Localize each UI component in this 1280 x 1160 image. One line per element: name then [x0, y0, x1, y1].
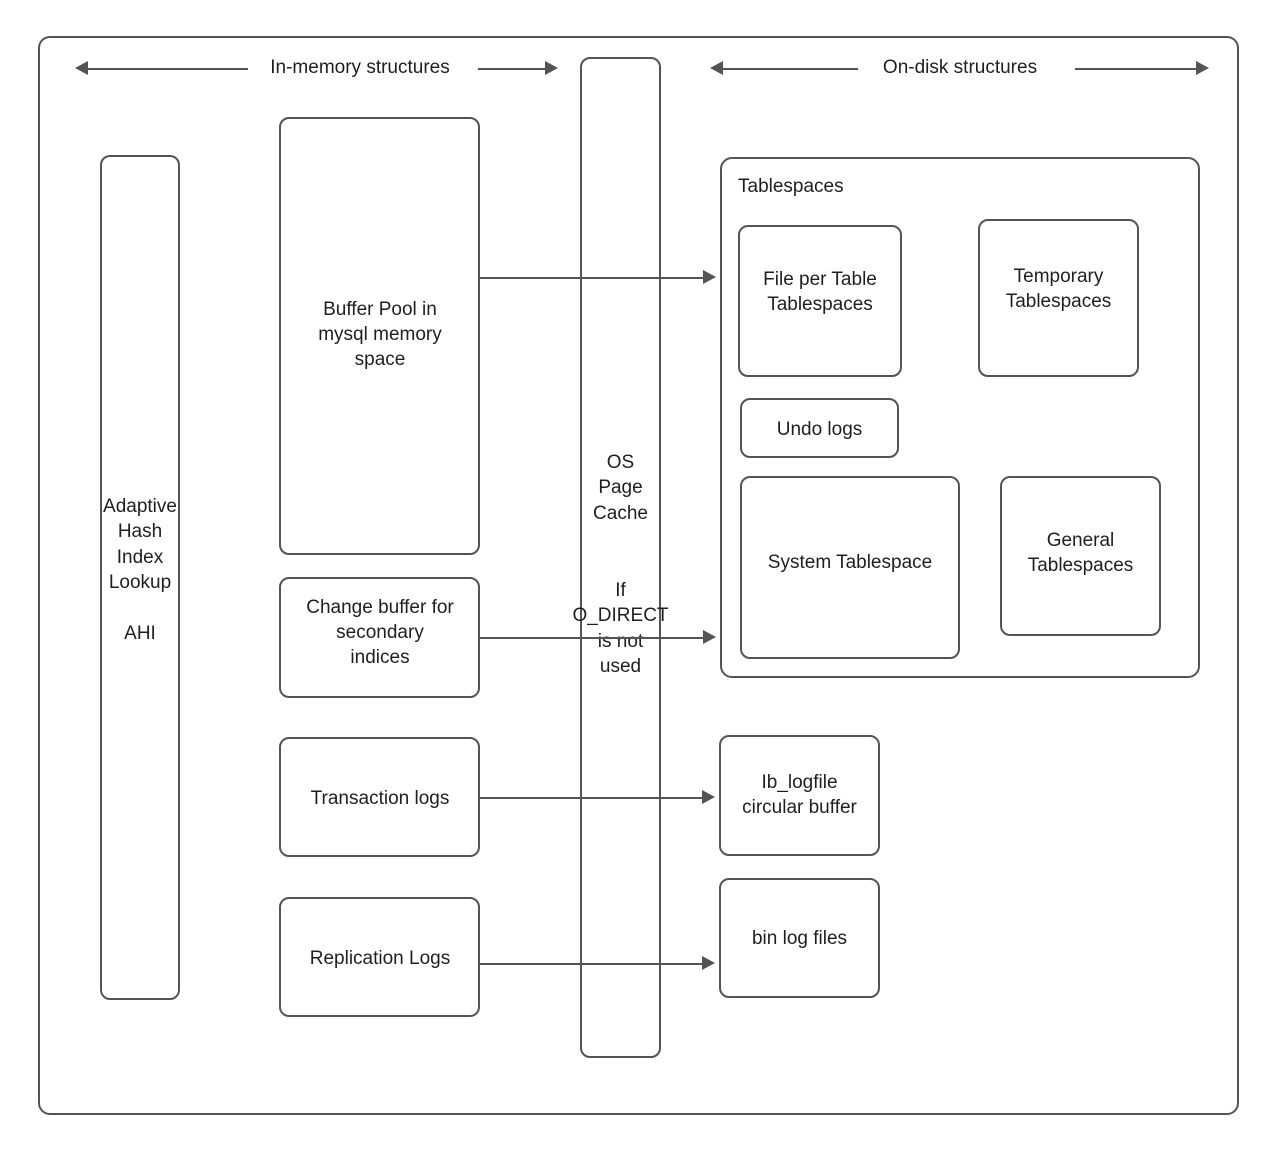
tablespaces-container — [720, 157, 1200, 678]
on-disk-right-line — [1075, 68, 1200, 70]
connector-buffer-pool-arrowhead — [703, 270, 716, 284]
in-memory-right-arrowhead — [545, 61, 558, 75]
connector-transaction-logs-arrowhead — [702, 790, 715, 804]
connector-buffer-pool-to-file-per-table — [480, 277, 706, 279]
header-on-disk-label: On-disk structures — [882, 57, 1038, 78]
file-per-table-tablespaces-box[interactable] — [738, 225, 902, 377]
bin-log-files-box[interactable] — [719, 878, 880, 998]
adaptive-hash-index-box[interactable] — [100, 155, 180, 1000]
connector-replication-logs-arrowhead — [702, 956, 715, 970]
in-memory-left-line — [88, 68, 248, 70]
temporary-tablespaces-box[interactable] — [978, 219, 1139, 377]
system-tablespace-box[interactable] — [740, 476, 960, 659]
on-disk-right-arrowhead — [1196, 61, 1209, 75]
connector-transaction-logs-to-ib-logfile — [480, 797, 705, 799]
connector-change-buffer-arrowhead — [703, 630, 716, 644]
os-page-cache-box[interactable] — [580, 57, 661, 1058]
ib-logfile-box[interactable] — [719, 735, 880, 856]
buffer-pool-box[interactable] — [279, 117, 480, 555]
undo-logs-box[interactable] — [740, 398, 899, 458]
outer-frame — [38, 36, 1239, 1115]
in-memory-right-line — [478, 68, 548, 70]
connector-replication-logs-to-bin-log-files — [480, 963, 705, 965]
transaction-logs-box[interactable] — [279, 737, 480, 857]
header-in-memory-label: In-memory structures — [270, 57, 450, 78]
change-buffer-box[interactable] — [279, 577, 480, 698]
on-disk-left-line — [723, 68, 858, 70]
replication-logs-box[interactable] — [279, 897, 480, 1017]
connector-change-buffer-to-system-tablespace — [480, 637, 706, 639]
tablespaces-container-label: Tablespaces — [738, 176, 844, 197]
in-memory-left-arrowhead — [75, 61, 88, 75]
on-disk-left-arrowhead — [710, 61, 723, 75]
general-tablespaces-box[interactable] — [1000, 476, 1161, 636]
